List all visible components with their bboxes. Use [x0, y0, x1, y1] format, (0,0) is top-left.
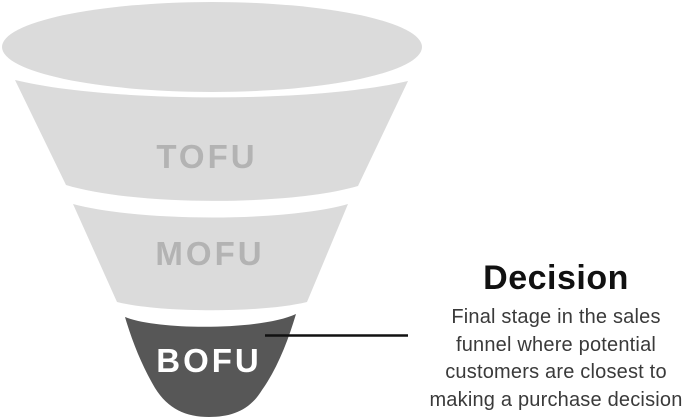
funnel-stage-mofu	[73, 204, 348, 311]
annotation-line: making a purchase decision	[429, 388, 683, 411]
annotation-line: customers are closest to	[445, 361, 667, 383]
annotation-line: Final stage in the sales	[451, 306, 661, 328]
funnel-stage-tofu	[15, 80, 408, 201]
annotation-line: funnel where potential	[455, 333, 657, 356]
annotation-block: Decision Final stage in the sales funnel…	[416, 261, 696, 414]
annotation-description: Final stage in the sales funnel where po…	[416, 304, 696, 414]
annotation-heading: Decision	[483, 259, 629, 297]
funnel-top-ellipse	[2, 2, 422, 92]
stage-label-bofu: BOFU	[156, 342, 262, 379]
funnel-stage-bofu	[125, 314, 296, 417]
stage-label-tofu: TOFU	[156, 138, 257, 175]
stage-label-mofu: MOFU	[155, 235, 264, 272]
